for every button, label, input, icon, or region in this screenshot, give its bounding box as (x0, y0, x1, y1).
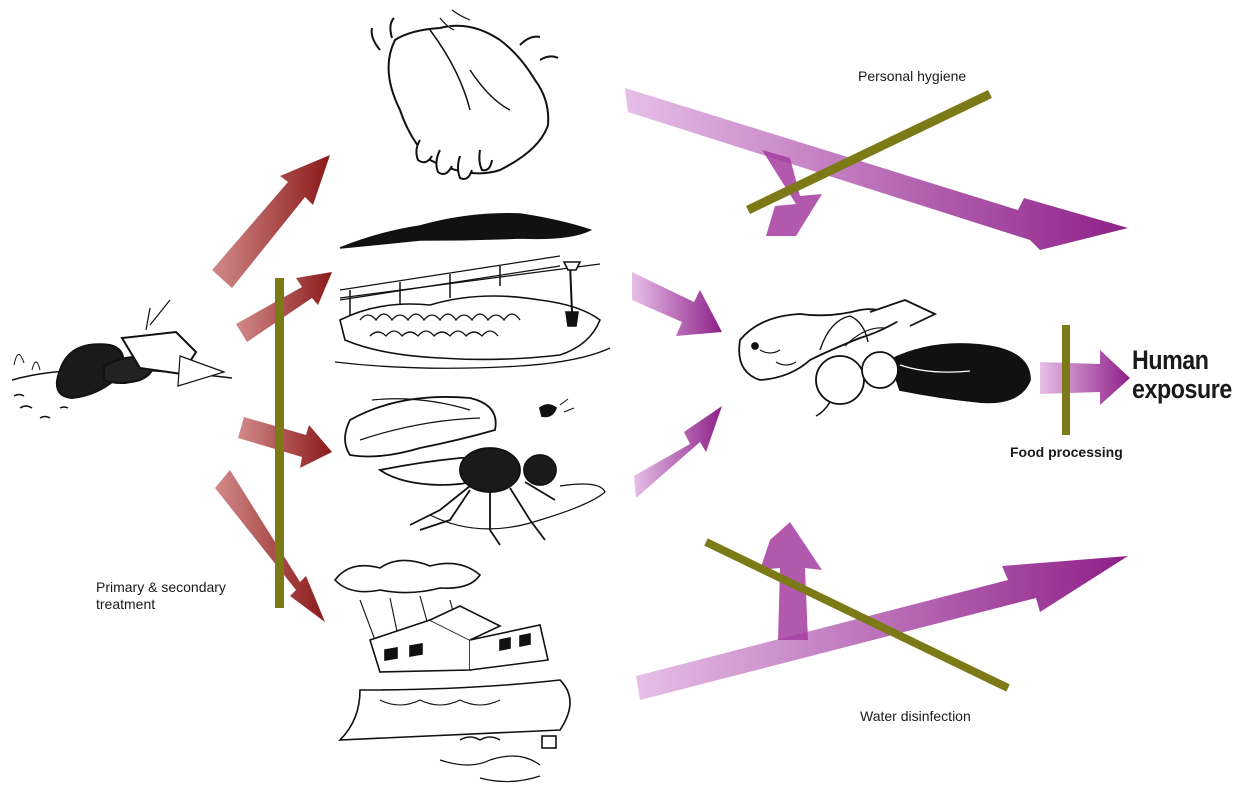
feces-icon (12, 300, 232, 418)
primary-secondary-treatment-label: Primary & secondary treatment (96, 579, 226, 613)
primary-secondary-line2: treatment (96, 596, 226, 613)
food-processing-label: Food processing (1010, 444, 1123, 460)
human-exposure-line1: Human (1132, 346, 1232, 375)
purple-arrow-flood-to-exposure (636, 522, 1128, 700)
red-arrow-to-fly (238, 417, 332, 468)
red-arrow-to-flood (215, 470, 325, 622)
human-exposure-line2: exposure (1132, 375, 1232, 404)
fish-and-vegetables-icon (739, 300, 1030, 416)
personal-hygiene-label: Personal hygiene (858, 68, 966, 85)
fly-icon (345, 397, 605, 545)
primary-secondary-line1: Primary & secondary (96, 579, 226, 596)
field-crops-icon (335, 214, 610, 369)
purple-arrow-fly-to-food (634, 406, 722, 498)
water-disinfection-label: Water disinfection (860, 708, 971, 725)
flooded-house-icon (335, 560, 570, 781)
barrier-food-processing (1062, 325, 1070, 435)
red-arrow-to-hands (212, 155, 330, 288)
purple-arrow-food-to-exposure (1040, 350, 1130, 405)
purple-arrow-hands-to-exposure (625, 88, 1128, 250)
hands-icon (372, 10, 558, 179)
human-exposure-label: Human exposure (1132, 346, 1232, 404)
barrier-primary-secondary-treatment (275, 278, 284, 608)
purple-arrow-field-to-food (632, 272, 722, 336)
